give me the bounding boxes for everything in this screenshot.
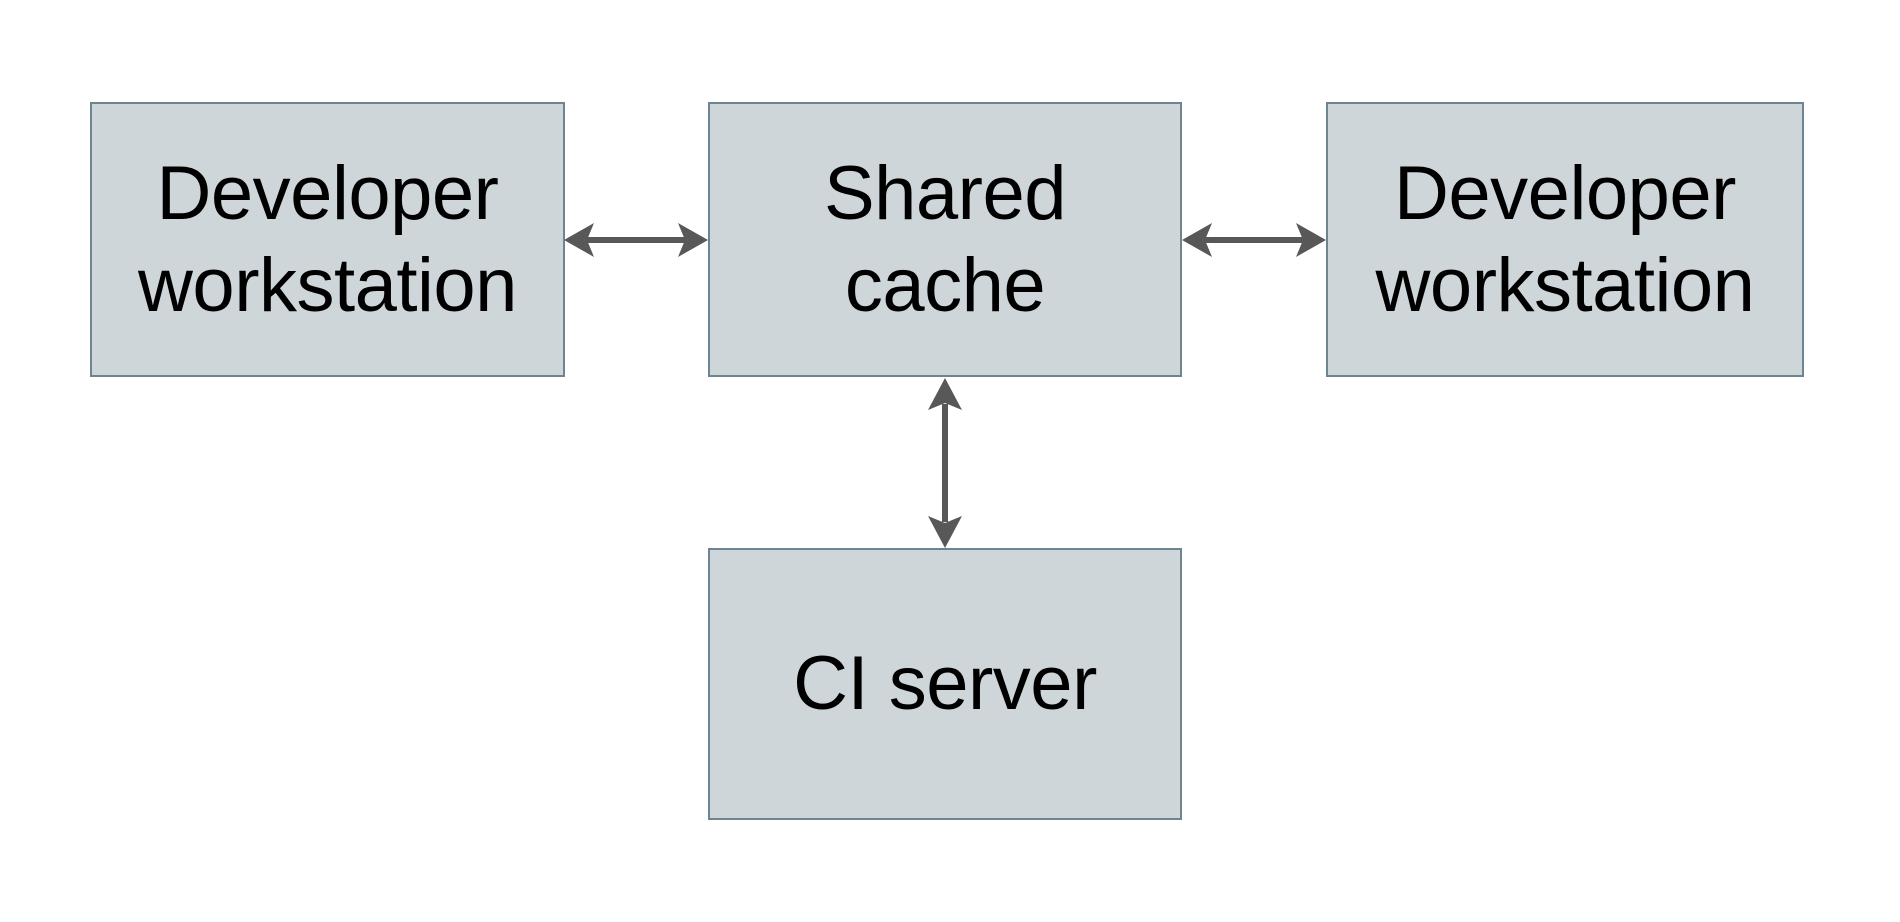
connector-shared-cache-to-ci-server[interactable] [913,374,977,552]
node-label: Developer workstation [138,150,517,328]
connector-shared-cache-to-dev-right[interactable] [1178,208,1330,272]
node-shared-cache[interactable]: Shared cache [708,102,1182,377]
double-arrow-icon [928,378,962,548]
node-label: Shared cache [823,150,1067,328]
node-ci-server[interactable]: CI server [708,548,1182,820]
node-developer-workstation-left[interactable]: Developer workstation [90,102,565,377]
node-developer-workstation-right[interactable]: Developer workstation [1326,102,1804,377]
node-label: Developer workstation [1375,150,1755,328]
double-arrow-icon [1182,223,1326,257]
double-arrow-icon [564,223,708,257]
connector-dev-left-to-shared-cache[interactable] [560,208,712,272]
node-label: CI server [793,641,1097,726]
